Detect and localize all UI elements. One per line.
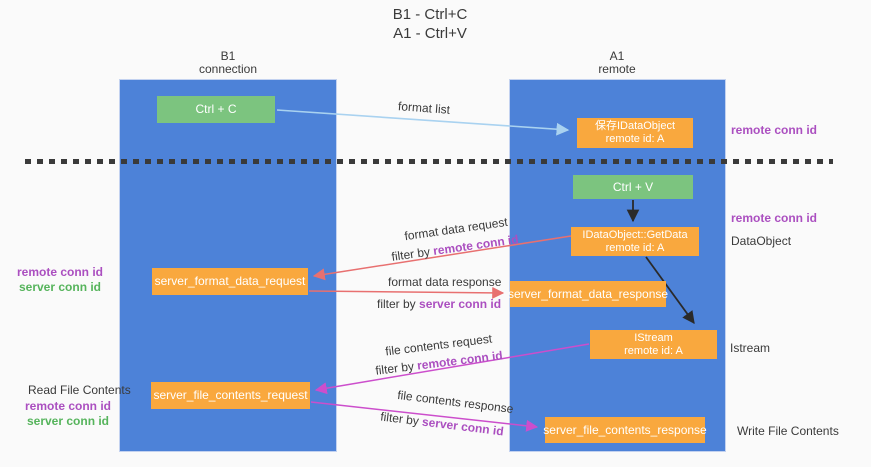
title-line-2: A1 - Ctrl+V (393, 25, 467, 42)
store-idataobject-line2: remote id: A (605, 133, 665, 145)
file-contents-response-label: file contents response (396, 387, 515, 417)
filter-server-conn-id: server conn id (421, 414, 505, 439)
column-b1-role: connection (198, 62, 258, 76)
server-conn-id-label-left-2: server conn id (26, 414, 110, 428)
remote-conn-id-label-top: remote conn id (731, 123, 818, 137)
ctrl-v-label: Ctrl + V (612, 179, 654, 194)
diagram-title: B1 - Ctrl+C A1 - Ctrl+V (300, 5, 560, 43)
server-conn-id-label-left: server conn id (18, 280, 102, 294)
session-divider-dashed-line (25, 159, 833, 164)
node-server-file-contents-response: server_file_contents_response (543, 417, 707, 443)
remote-conn-id-label-left-2: remote conn id (24, 399, 111, 413)
node-idataobject-getdata: IDataObject::GetData remote id: A (571, 227, 699, 256)
column-a1-name: A1 (609, 49, 625, 63)
istream-line1: IStream (634, 331, 673, 344)
column-a1-role: remote (598, 62, 636, 76)
format-data-response-arrow (308, 286, 505, 299)
node-ctrl-c: Ctrl + C (157, 96, 275, 123)
format-list-label: format list (397, 99, 451, 117)
getdata-line2: remote id: A (605, 241, 665, 254)
server-format-data-request-label: server_format_data_request (154, 274, 306, 288)
filter-server-conn-id: server conn id (419, 297, 502, 311)
format-data-response-label: format data response (388, 275, 502, 289)
server-file-contents-request-label: server_file_contents_request (153, 388, 308, 402)
column-header-b1: B1 connection (168, 50, 288, 76)
node-server-format-data-request: server_format_data_request (152, 268, 308, 295)
store-idataobject-line1: 保存IDataObject (594, 120, 676, 132)
remote-conn-id-label-left: remote conn id (16, 265, 103, 279)
dataobject-label: DataObject (731, 234, 792, 248)
filter-by-text: filter by (390, 244, 435, 264)
node-server-format-data-response: server_format_data_response (507, 281, 669, 307)
write-file-contents-label: Write File Contents (737, 424, 839, 438)
filter-by-server-conn-id-label-2: filter by server conn id (380, 409, 505, 438)
istream-side-label: Istream (730, 341, 771, 355)
istream-line2: remote id: A (624, 344, 683, 357)
left-conn-id-labels-bottom: remote conn id server conn id (13, 399, 123, 429)
ctrl-c-label: Ctrl + C (195, 102, 237, 116)
filter-by-text: filter by (379, 409, 424, 429)
node-ctrl-v: Ctrl + V (573, 175, 693, 199)
column-header-a1: A1 remote (557, 50, 677, 76)
filter-by-text: filter by (374, 358, 419, 378)
read-file-contents-label: Read File Contents (28, 383, 131, 397)
remote-conn-id-label-mid: remote conn id (731, 211, 818, 225)
filter-by-text: filter by (377, 297, 420, 311)
node-store-idataobject: 保存IDataObject remote id: A (577, 118, 693, 148)
server-file-contents-response-label: server_file_contents_response (543, 422, 707, 437)
column-b1-name: B1 (220, 49, 236, 63)
node-server-file-contents-request: server_file_contents_request (151, 382, 310, 409)
filter-by-server-conn-id-label-1: filter by server conn id (377, 297, 501, 311)
server-format-data-response-label: server_format_data_response (507, 286, 669, 301)
node-istream: IStream remote id: A (590, 330, 717, 359)
left-conn-id-labels-mid: remote conn id server conn id (10, 265, 110, 295)
title-line-1: B1 - Ctrl+C (392, 6, 468, 23)
getdata-line1: IDataObject::GetData (582, 228, 688, 241)
